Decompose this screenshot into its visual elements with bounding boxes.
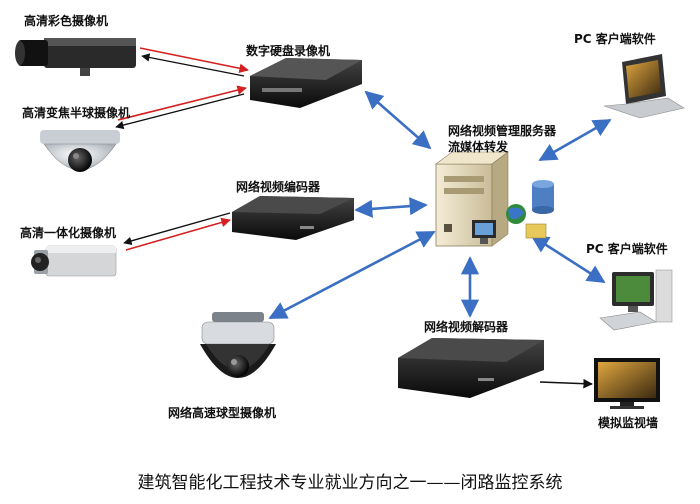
control-link-zoom-dome — [115, 93, 245, 130]
server-cluster-image — [435, 151, 554, 247]
label-server-line1: 网络视频管理服务器 — [448, 124, 557, 138]
link-speeddome-server — [268, 230, 436, 320]
label-dvr: 数字硬盘录像机 — [246, 44, 331, 58]
label-pc-client-top: PC 客户端软件 — [574, 32, 656, 46]
control-link-integrated — [123, 212, 231, 245]
decoder-image — [398, 338, 544, 398]
camera-links — [115, 47, 249, 251]
hd-zoom-dome-camera-image — [40, 130, 120, 172]
link-decoder-videowall — [539, 378, 593, 389]
video-link-integrated — [125, 217, 231, 251]
label-hd-zoom-dome-camera: 高清变焦半球摄像机 — [22, 106, 131, 120]
video-wall-image — [594, 358, 660, 409]
hd-color-camera-image — [15, 38, 136, 76]
label-speed-dome-camera: 网络高速球型摄像机 — [168, 406, 277, 420]
video-link-color-camera — [139, 47, 249, 73]
link-server-pc-top — [538, 118, 612, 162]
link-encoder-server — [354, 197, 428, 218]
link-server-pc-bottom — [530, 234, 606, 284]
control-link-color-camera — [141, 53, 245, 77]
video-link-zoom-dome — [117, 85, 247, 121]
pc-client-laptop-image — [603, 54, 685, 119]
hd-integrated-camera-image — [31, 245, 117, 277]
label-encoder: 网络视频编码器 — [236, 180, 321, 194]
label-server-line2: 流媒体转发 — [448, 140, 509, 154]
pc-client-desktop-image — [599, 269, 673, 331]
network-links — [268, 90, 612, 389]
speed-dome-camera-image — [200, 312, 276, 378]
encoder-image — [232, 196, 354, 240]
dvr-image — [250, 58, 362, 108]
label-hd-integrated-camera: 高清一体化摄像机 — [20, 226, 117, 240]
label-video-wall: 模拟监视墙 — [598, 416, 659, 430]
link-dvr-server — [364, 90, 432, 150]
label-pc-client-bottom: PC 客户端软件 — [586, 242, 668, 256]
label-hd-color-camera: 高清彩色摄像机 — [24, 14, 109, 28]
label-decoder: 网络视频解码器 — [424, 320, 509, 334]
figure-caption: 建筑智能化工程技术专业就业方向之一——闭路监控系统 — [137, 473, 563, 493]
